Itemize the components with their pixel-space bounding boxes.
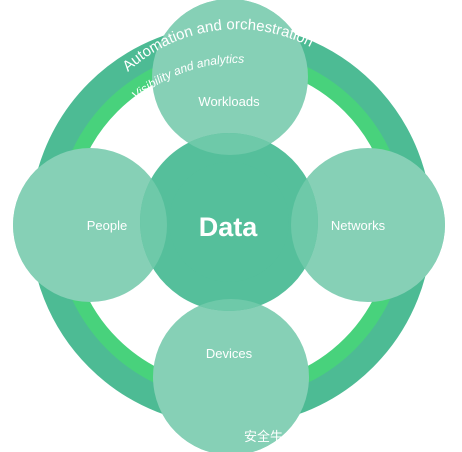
watermark-left-text: 安全牛 [244,429,284,445]
networks-circle-inner [291,148,445,302]
devices-label: Devices [206,346,253,361]
devices-circle-inner [153,299,309,452]
people-circle-inner [13,148,167,302]
workloads-circle-inner [152,0,308,155]
workloads-label: Workloads [198,94,260,109]
data-label: Data [199,212,259,242]
people-label: People [87,218,127,233]
data-core [169,162,289,282]
networks-label: Networks [331,218,386,233]
watermark-right: 网安风暴 [380,424,451,446]
wechat-icon [380,428,394,442]
watermark-left: 安全牛 [244,424,283,446]
watermark-right-text: 网安风暴 [399,429,452,445]
